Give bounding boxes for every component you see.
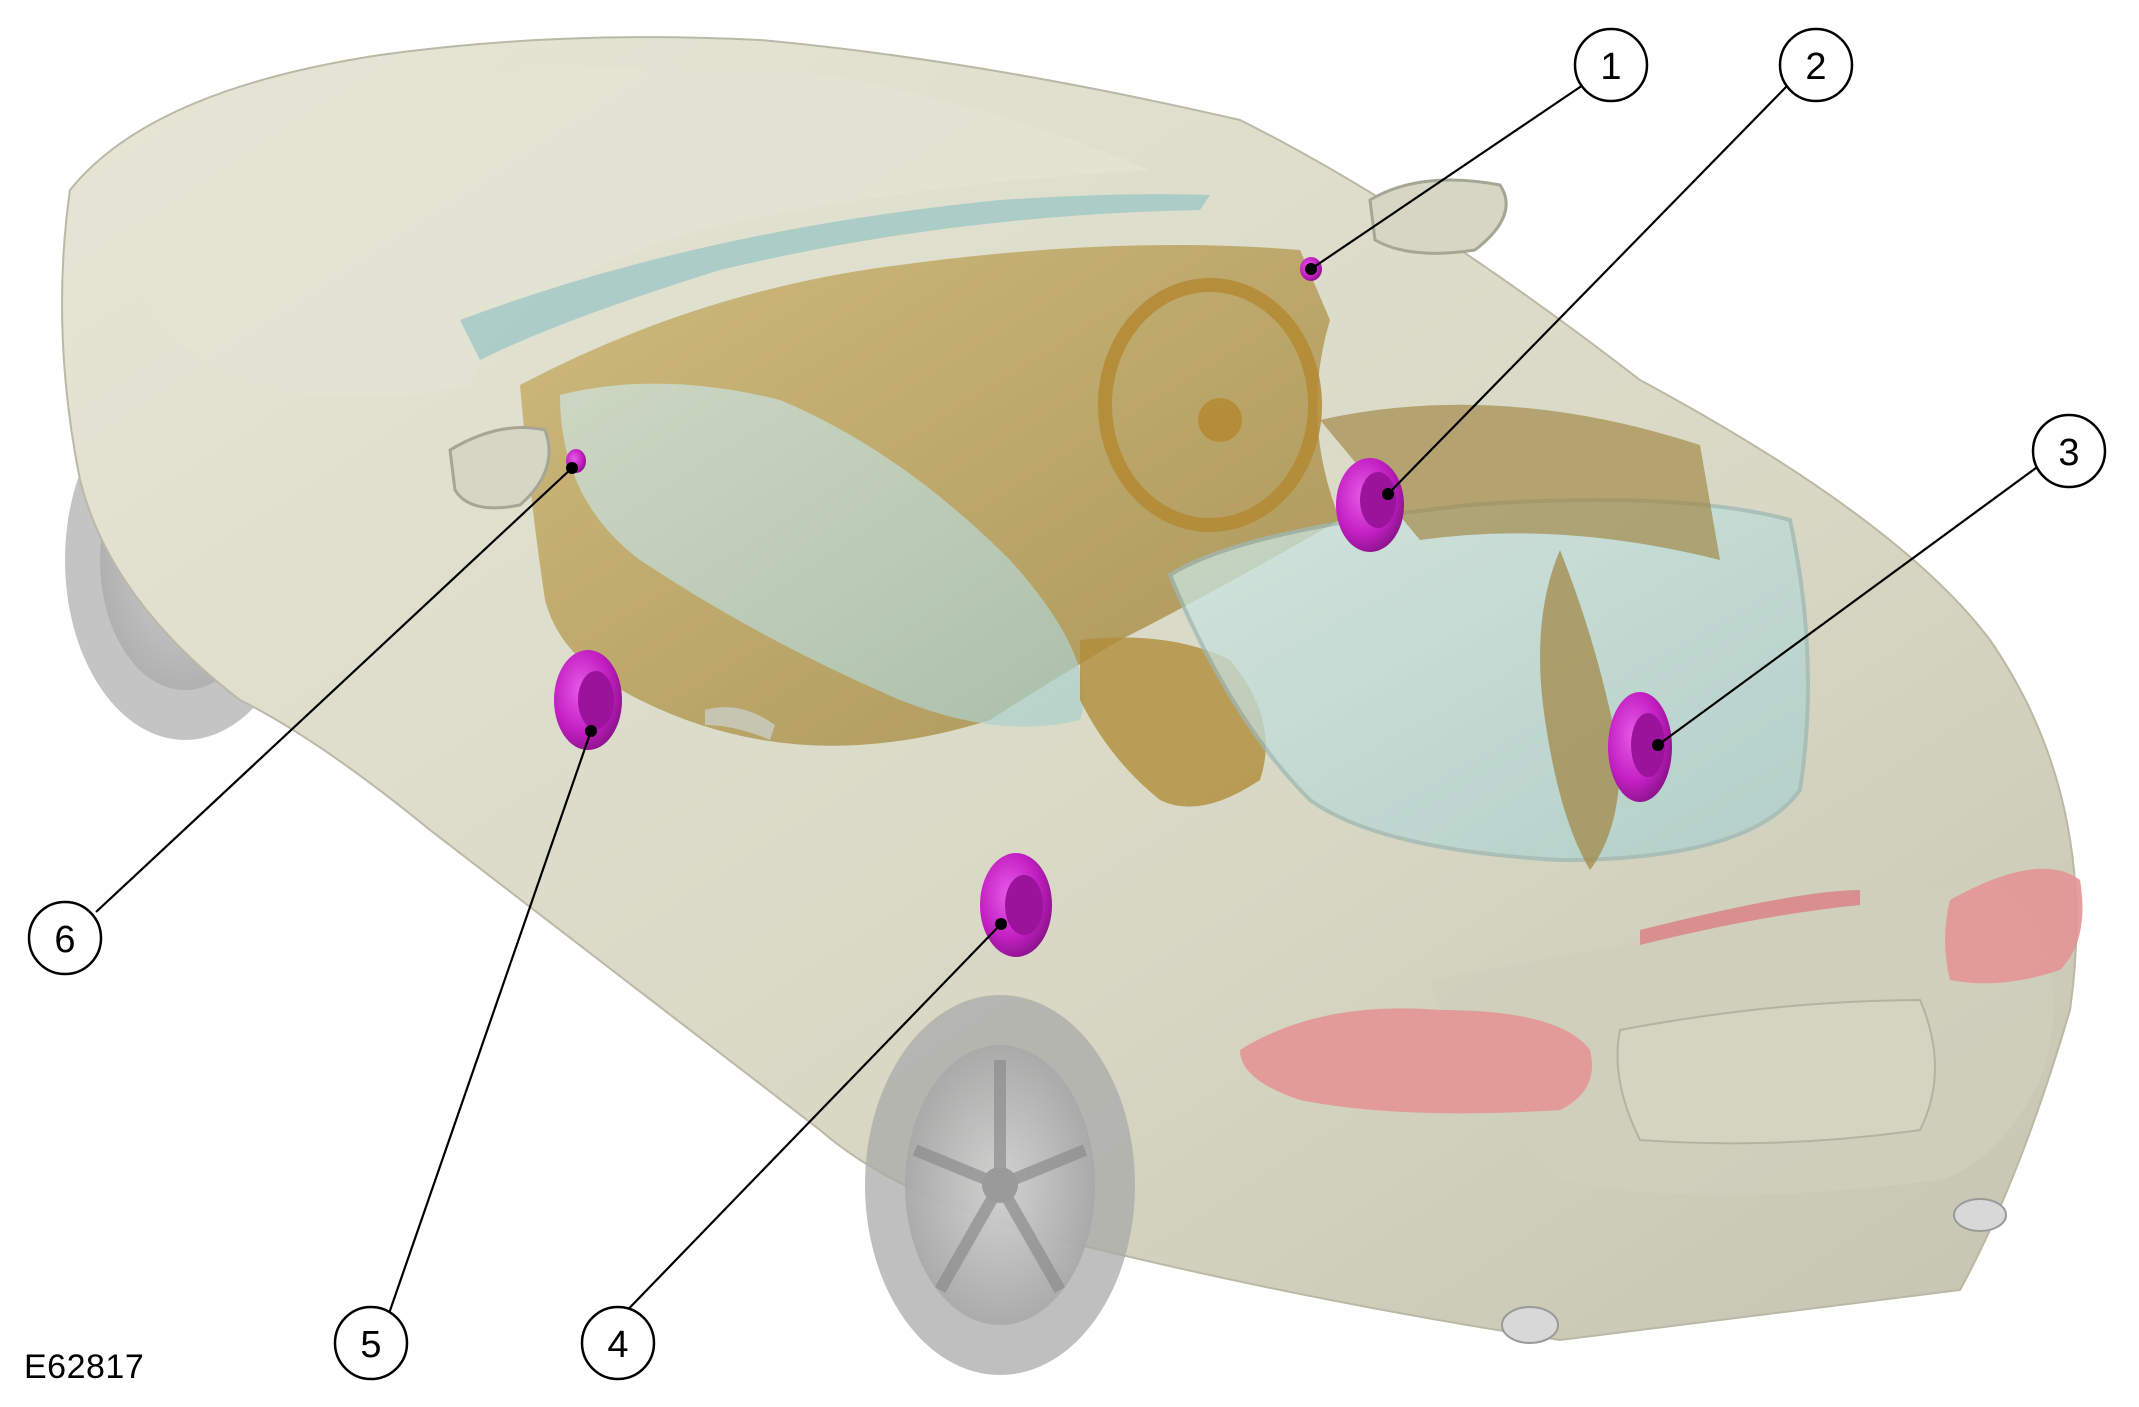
exhaust-right bbox=[1953, 1198, 2007, 1232]
callout-3-number: 3 bbox=[2058, 432, 2079, 474]
door-handle bbox=[705, 707, 775, 740]
hood-panel bbox=[110, 66, 1150, 398]
rear-light-bar bbox=[1640, 890, 1860, 945]
leader-line-4 bbox=[612, 923, 1002, 1326]
callout-5: 5 bbox=[333, 1305, 409, 1381]
leader-line-3 bbox=[1657, 464, 2041, 746]
steering-wheel bbox=[1098, 278, 1322, 532]
leader-end-dots bbox=[566, 263, 1664, 930]
rear-bulkhead bbox=[1320, 404, 1720, 560]
leader-line-6 bbox=[95, 467, 573, 913]
side-window bbox=[560, 383, 1084, 727]
leader-line-5 bbox=[383, 730, 593, 1326]
callout-5-number: 5 bbox=[360, 1324, 381, 1366]
callout-3: 3 bbox=[2031, 413, 2107, 489]
speaker-5 bbox=[554, 650, 622, 750]
callout-1-number: 1 bbox=[1600, 46, 1621, 88]
right-mirror bbox=[1368, 178, 1508, 255]
callout-1: 1 bbox=[1573, 27, 1649, 103]
callout-4-number: 4 bbox=[607, 1324, 628, 1366]
number-plate-area bbox=[1616, 998, 1936, 1145]
rear-right-wheel bbox=[865, 995, 1135, 1375]
leader-lines bbox=[95, 84, 2041, 1326]
left-mirror bbox=[448, 426, 551, 510]
leader-line-2 bbox=[1387, 84, 1789, 495]
pillar-trim bbox=[1540, 550, 1620, 870]
callout-6-number: 6 bbox=[54, 919, 75, 961]
callout-2-number: 2 bbox=[1805, 46, 1826, 88]
speaker-3 bbox=[1608, 692, 1672, 802]
left-tail-light bbox=[1240, 1008, 1592, 1114]
callout-2: 2 bbox=[1778, 27, 1854, 103]
speaker-2 bbox=[1336, 458, 1404, 552]
windscreen-frame bbox=[460, 194, 1210, 360]
leader-line-1 bbox=[1310, 84, 1584, 270]
speaker-4 bbox=[980, 853, 1052, 957]
callout-6: 6 bbox=[27, 900, 103, 976]
figure-id: E62817 bbox=[24, 1348, 145, 1386]
right-tail-light bbox=[1945, 868, 2083, 984]
exhaust-left bbox=[1501, 1306, 1559, 1344]
callout-4: 4 bbox=[580, 1305, 656, 1381]
